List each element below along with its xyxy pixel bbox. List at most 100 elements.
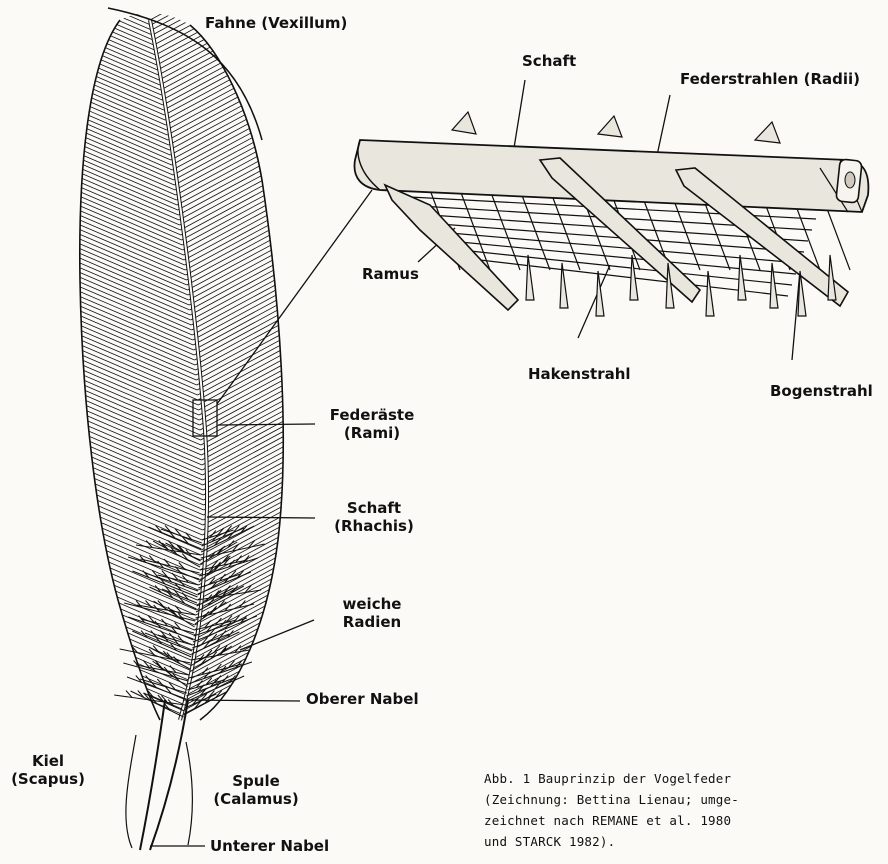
barb-line: [195, 295, 325, 365]
barb-line: [187, 620, 317, 690]
barb-line: [189, 235, 319, 305]
label-vexillum: Fahne (Vexillum): [205, 14, 347, 32]
barb-line: [47, 225, 187, 285]
barb-line: [178, 140, 308, 210]
barb-line: [50, 250, 190, 310]
barb-line: [174, 110, 304, 180]
label-kiel: Kiel (Scapus): [4, 752, 92, 788]
barb-line: [177, 135, 307, 205]
radius-cross-line: [550, 190, 580, 270]
label-hakenstrahl: Hakenstrahl: [528, 365, 631, 383]
barb-line: [48, 235, 188, 295]
barb-line: [188, 220, 318, 290]
barb-line: [200, 355, 330, 425]
barb-line: [10, 0, 150, 20]
barb-line: [58, 340, 198, 400]
caption-line: zeichnet nach REMANE et al. 1980: [484, 810, 884, 831]
barb-line: [175, 120, 305, 190]
barb-line: [64, 445, 204, 505]
barb-line: [172, 100, 302, 170]
barb-line: [59, 360, 199, 420]
barb-line: [59, 355, 199, 415]
barb-line: [196, 305, 326, 375]
barb-line: [15, 0, 155, 50]
barb-line: [200, 360, 330, 430]
barb-line: [56, 320, 196, 380]
barb-line: [174, 115, 304, 185]
barb-line: [201, 385, 331, 455]
barb-line: [64, 455, 204, 515]
barb-line: [51, 260, 191, 320]
label-ramus: Ramus: [362, 265, 419, 283]
barb-line: [182, 175, 312, 245]
barb-line: [184, 190, 314, 260]
barb-line: [13, 0, 153, 40]
barb-line: [196, 540, 326, 610]
downy-radius: [232, 586, 238, 593]
barb-line: [61, 380, 201, 440]
vane-barb-hatching: [10, 0, 334, 715]
label-rhachis-name: Schaft: [322, 499, 426, 517]
label-rhachis: Schaft (Rhachis): [322, 499, 426, 535]
barb-line: [50, 255, 190, 315]
barb-line: [194, 285, 324, 355]
label-federaeste-name: Federäste: [320, 406, 424, 424]
label-bogenstrahl: Bogenstrahl: [770, 382, 873, 400]
barb-line: [185, 195, 315, 265]
barb-line: [198, 520, 328, 590]
barb-line: [187, 215, 317, 285]
barb-line: [183, 185, 313, 255]
barb-line: [61, 390, 201, 450]
label-spule: Spule (Calamus): [206, 772, 306, 808]
barb-line: [52, 275, 192, 335]
barb-line: [200, 495, 330, 565]
barb-line: [17, 5, 157, 65]
label-radien: Radien: [322, 613, 422, 631]
barb-line: [46, 215, 186, 275]
barb-line: [57, 325, 197, 385]
barb-line: [41, 175, 181, 235]
barb-line: [176, 130, 306, 200]
barb-line: [197, 315, 327, 385]
barb-line: [57, 330, 197, 390]
barb-line: [61, 395, 201, 455]
barb-line: [199, 515, 329, 585]
barb-line: [12, 0, 152, 35]
barb-line: [64, 450, 204, 510]
barb-line: [42, 180, 182, 240]
barb-line: [49, 245, 189, 305]
barb-line: [191, 255, 321, 325]
barb-line: [63, 420, 203, 480]
barb-line: [203, 420, 333, 490]
barb-line: [180, 155, 310, 225]
barb-line: [202, 400, 332, 470]
label-federaeste: Federäste (Rami): [320, 406, 424, 442]
barb-line: [44, 200, 184, 260]
barb-line: [196, 310, 326, 380]
barb-line: [62, 410, 202, 470]
barb-line: [179, 150, 309, 220]
barb-line: [195, 300, 325, 370]
barb-line: [63, 440, 203, 500]
barb-line: [56, 315, 196, 375]
label-weiche-radien: weiche Radien: [322, 595, 422, 631]
label-unterer-nabel: Unterer Nabel: [210, 837, 329, 855]
barb-line: [51, 265, 191, 325]
barb-detail-illustration: [354, 112, 868, 316]
label-oberer-nabel: Oberer Nabel: [306, 690, 419, 708]
barb-line: [180, 160, 310, 230]
barb-line: [199, 510, 329, 580]
caption-line: und STARCK 1982).: [484, 831, 884, 852]
barb-line: [171, 90, 301, 160]
barb-line: [55, 310, 195, 370]
barb-line: [194, 280, 324, 350]
barb-line: [185, 200, 315, 270]
hook-radius: [828, 255, 836, 300]
barb-line: [190, 240, 320, 310]
barb-line: [186, 210, 316, 280]
barb-line: [63, 425, 203, 485]
barb-line: [58, 345, 198, 405]
barb-line: [192, 260, 322, 330]
barb-line: [198, 325, 328, 395]
